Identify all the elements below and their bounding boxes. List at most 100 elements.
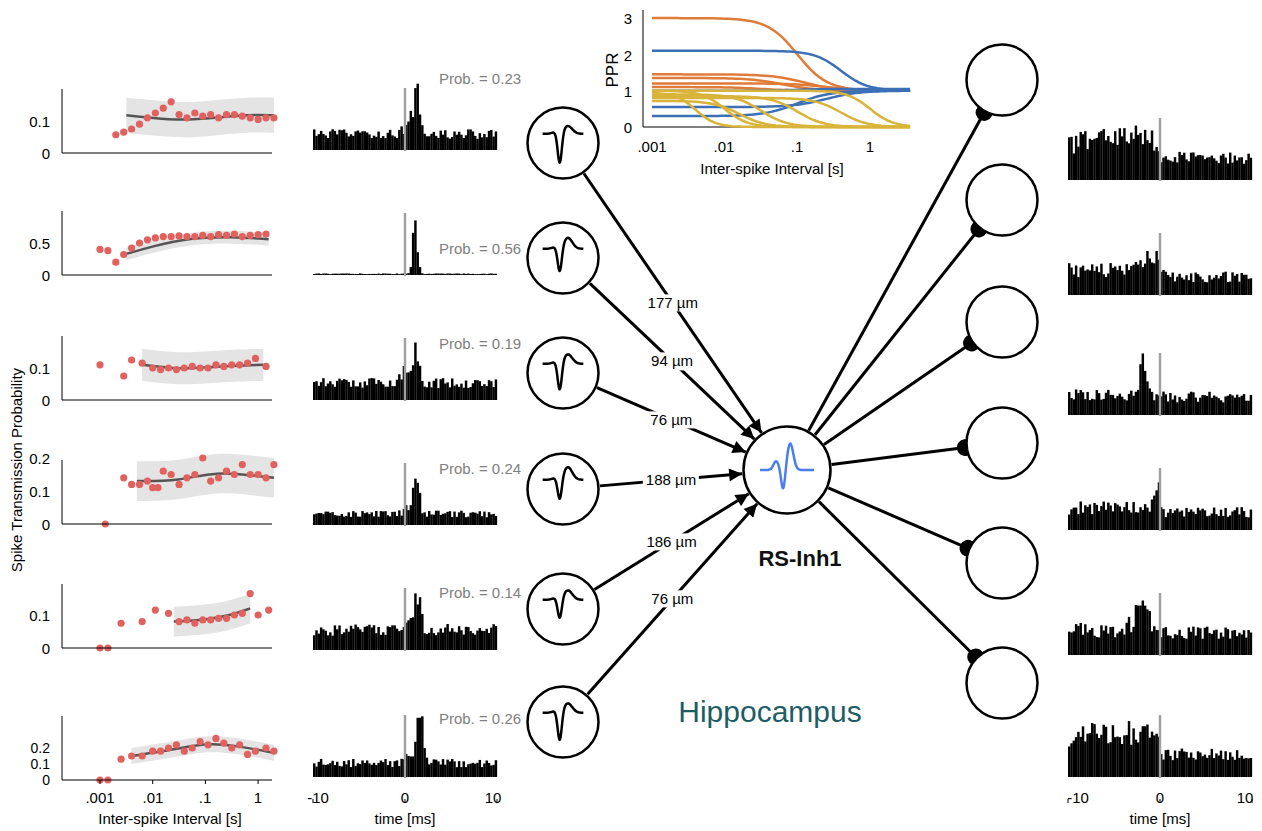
confidence-band <box>137 454 274 501</box>
histogram-bar <box>479 760 481 777</box>
histogram-bar <box>1084 741 1086 777</box>
histogram-bar <box>1084 271 1086 295</box>
tick-label: 1 <box>866 139 874 154</box>
histogram-bar <box>1126 735 1128 777</box>
histogram-bar <box>1086 269 1088 295</box>
histogram-bar <box>486 386 488 400</box>
histogram-bar <box>361 760 363 777</box>
histogram-bar <box>338 766 340 777</box>
histogram-bar <box>352 274 354 275</box>
histogram-bar <box>1224 751 1226 777</box>
probability-label: Prob. = 0.24 <box>439 461 521 476</box>
histogram-bar <box>1234 760 1236 777</box>
histogram-bar <box>1075 624 1077 655</box>
histogram-bar <box>366 512 368 525</box>
histogram-bar <box>469 631 471 650</box>
histogram-bar <box>345 629 347 650</box>
histogram-bar <box>394 274 396 276</box>
histogram-bar <box>442 633 444 650</box>
histogram-bar <box>440 765 442 777</box>
synapse-connector <box>819 502 976 657</box>
neuron-circle <box>965 646 1039 720</box>
histogram-bar <box>1165 750 1167 777</box>
histogram-bar <box>1109 395 1111 415</box>
probability-plot <box>62 716 278 784</box>
histogram-bar <box>414 593 416 650</box>
histogram-bar <box>318 634 320 650</box>
histogram-bar <box>412 488 414 525</box>
histogram-bar <box>345 133 347 150</box>
histogram-bar <box>1172 760 1174 777</box>
histogram-bar <box>341 273 343 275</box>
data-dot <box>191 109 198 116</box>
histogram-bar <box>490 273 492 275</box>
zero-line <box>1159 468 1162 531</box>
histogram-bar <box>1070 632 1072 655</box>
histogram-bar <box>313 763 315 777</box>
histogram-bar <box>1151 263 1153 295</box>
histogram-bar <box>442 378 444 400</box>
histogram-bar <box>1213 395 1215 415</box>
histogram-bar <box>1178 751 1180 777</box>
histogram-bar <box>325 512 327 525</box>
histogram-bar <box>359 629 361 650</box>
histogram-bar <box>1176 402 1178 415</box>
histogram-bar <box>1236 636 1238 655</box>
histogram-bar <box>414 88 416 150</box>
axis-tick <box>313 799 1252 803</box>
data-dot <box>199 454 206 461</box>
histogram-bar <box>396 273 398 275</box>
histogram-bar <box>412 117 414 150</box>
histogram-bar <box>1132 396 1134 415</box>
histogram-bar <box>382 762 384 777</box>
histogram-bar <box>1208 275 1210 295</box>
histogram-bar <box>449 387 451 400</box>
histogram-bar <box>1068 746 1070 777</box>
histogram-bar <box>1229 639 1231 655</box>
histogram-bar <box>1137 513 1139 530</box>
histogram-bar <box>1089 504 1091 530</box>
histogram-bar <box>1103 725 1105 777</box>
histogram-bar <box>421 513 423 525</box>
data-dot <box>207 478 214 485</box>
histogram-bar <box>398 766 400 777</box>
data-dot <box>220 740 227 747</box>
histogram-bar <box>373 516 375 525</box>
ppr-curve <box>652 93 910 127</box>
histogram-bar <box>412 617 414 650</box>
histogram-bar <box>1096 390 1098 415</box>
histogram-bar <box>437 138 439 150</box>
histogram-bar <box>1089 733 1091 777</box>
data-dot <box>181 364 188 371</box>
histogram-bar <box>453 132 455 150</box>
waveform <box>543 590 584 617</box>
axis-title: Spike Transmission Probability <box>9 368 24 572</box>
histogram-bar <box>1139 364 1141 415</box>
histogram-bar <box>1162 509 1164 530</box>
histogram-bar <box>1086 392 1088 415</box>
histogram-bar <box>1204 510 1206 530</box>
histogram-bar <box>396 760 398 777</box>
histogram-bar <box>1123 275 1125 295</box>
data-dot <box>255 116 262 123</box>
histogram-bar <box>345 764 347 777</box>
histogram-bar <box>1231 395 1233 415</box>
histogram-bar <box>488 763 490 777</box>
histogram-bar <box>396 629 398 650</box>
histogram-bar <box>460 384 462 400</box>
distance-label: 188 µm <box>643 471 699 488</box>
histogram-bar <box>1231 631 1233 655</box>
histogram-bar <box>467 274 469 275</box>
histogram-bar <box>1165 394 1167 415</box>
histogram-bar <box>1119 128 1121 180</box>
histogram-bar <box>442 759 444 777</box>
tick-label: 0 <box>42 146 50 161</box>
histogram-bar <box>320 627 322 650</box>
histogram-bar <box>446 760 448 777</box>
histogram-bar <box>1245 758 1247 777</box>
histogram-bar <box>1093 503 1095 530</box>
data-dot <box>223 111 230 118</box>
histogram-bar <box>1073 399 1075 415</box>
histogram-bar <box>1135 262 1137 295</box>
histogram-bar <box>329 632 331 650</box>
